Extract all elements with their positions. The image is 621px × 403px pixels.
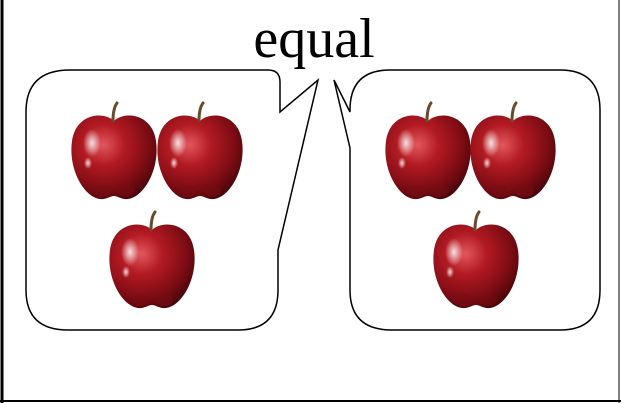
diagram-title: equal <box>228 4 400 74</box>
